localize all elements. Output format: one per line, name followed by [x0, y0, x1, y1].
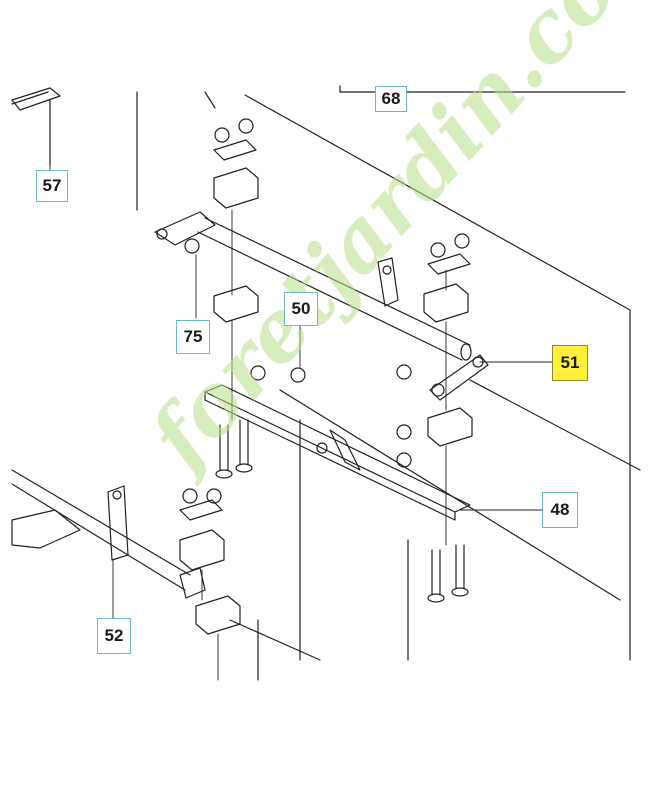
upper-shaft [154, 211, 489, 401]
frame-panel [136, 85, 641, 681]
cross-bracket-48 [204, 384, 471, 521]
nuts [182, 118, 470, 504]
assembly-guides [201, 209, 447, 681]
callout-48: 48 [542, 492, 578, 528]
callout-57: 57 [36, 170, 68, 202]
clamp-blocks [179, 139, 473, 635]
bracket-57 [11, 87, 61, 166]
callout-68: 68 [375, 86, 407, 112]
callout-50: 50 [284, 292, 318, 326]
callout-52: 52 [97, 618, 131, 654]
leader-lines [49, 91, 555, 621]
callout-75: 75 [176, 320, 210, 354]
bolts [215, 419, 469, 603]
left-plate [11, 509, 81, 549]
callout-51: 51 [552, 345, 588, 381]
lower-shaft [11, 469, 206, 599]
